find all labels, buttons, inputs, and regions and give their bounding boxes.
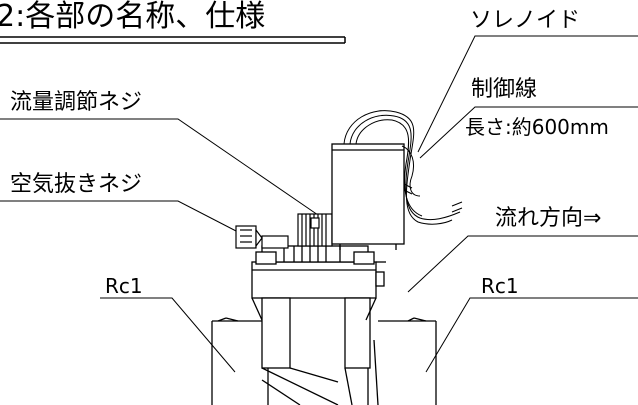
valve-body	[251, 261, 386, 405]
port-left-label: Rc1	[105, 274, 143, 298]
solenoid-label: ソレノイド	[470, 8, 581, 33]
left-pipe	[211, 317, 265, 405]
leader-lines	[0, 35, 638, 373]
leader-solenoid	[417, 35, 638, 153]
control-wire-label: 制御線	[471, 77, 538, 102]
title-underline	[0, 36, 346, 44]
valve-bonnet	[255, 245, 375, 265]
solenoid-body	[331, 143, 405, 250]
leader-port-right	[425, 297, 638, 373]
wire-length-label: 長さ:約600mm	[465, 115, 609, 139]
air-vent-screw	[235, 225, 289, 249]
control-wires	[343, 110, 463, 225]
page-title: 2:各部の名称、仕様	[0, 0, 266, 34]
leader-air-vent	[0, 200, 239, 233]
leader-flow-screw	[0, 118, 319, 216]
flow-adjust-knob	[297, 213, 333, 247]
flow-direction-label: 流れ方向⇒	[495, 206, 602, 231]
flow-screw-label: 流量調節ネジ	[10, 90, 143, 115]
leader-control-wire	[419, 106, 638, 159]
air-vent-screw-label: 空気抜きネジ	[10, 172, 143, 197]
leader-flow-direction	[407, 235, 638, 293]
port-right-label: Rc1	[481, 274, 519, 298]
leader-port-left	[100, 297, 236, 373]
right-pipe	[378, 317, 437, 405]
